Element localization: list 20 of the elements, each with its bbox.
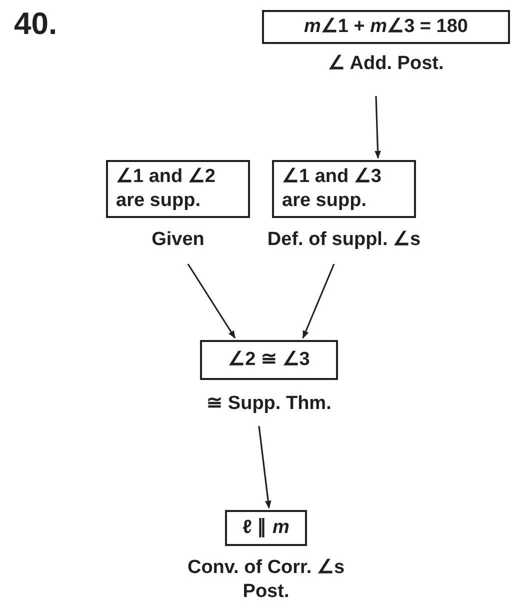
arrow bbox=[374, 96, 381, 159]
statement-text: ℓ ∥ m bbox=[242, 516, 290, 540]
arrow bbox=[302, 264, 335, 339]
statement-box bbox=[106, 160, 250, 218]
arrow bbox=[187, 264, 236, 339]
reason-text: ≅ Supp. Thm. bbox=[206, 392, 332, 416]
reason-text: Def. of suppl. ∠s bbox=[266, 228, 422, 252]
reason-text: Conv. of Corr. ∠s Post. bbox=[186, 556, 346, 604]
statement-text: m∠1 + m∠3 = 180 bbox=[304, 15, 468, 39]
statement-text: ∠1 and ∠3 are supp. bbox=[282, 165, 382, 213]
statement-text: ∠2 ≅ ∠3 bbox=[228, 348, 310, 372]
reason-text: ∠ Add. Post. bbox=[327, 52, 445, 76]
statement-box bbox=[200, 340, 338, 380]
arrow bbox=[258, 426, 272, 509]
statement-box bbox=[262, 10, 510, 44]
statement-box bbox=[272, 160, 416, 218]
statement-box bbox=[225, 510, 307, 546]
problem-number: 40. bbox=[14, 6, 58, 42]
reason-text: Given bbox=[150, 228, 206, 252]
statement-text: ∠1 and ∠2 are supp. bbox=[116, 165, 216, 213]
